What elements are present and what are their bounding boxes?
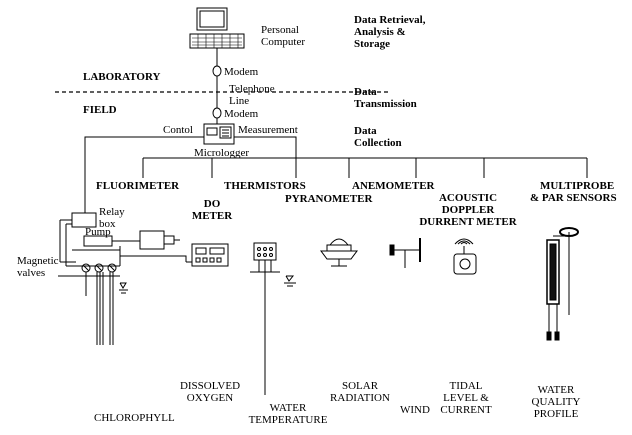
fluorimeter-label: FLUORIMETER [96, 180, 180, 192]
magnetic-valves-label: Magnetic valves [17, 255, 59, 279]
control-line [84, 136, 204, 213]
micrologger-icon [203, 123, 235, 145]
modem-top-label: Modem [224, 66, 259, 78]
anemometer-label: ANEMOMETER [352, 180, 435, 192]
laboratory-label: LABORATORY [83, 71, 161, 83]
micrologger-label: Micrologger [194, 147, 249, 159]
relay-box-label: Relay box [99, 206, 125, 230]
acoustic-doppler-icon [453, 238, 477, 275]
field-label: FIELD [83, 104, 117, 116]
telephone-line-label: Telephone Line [229, 83, 275, 107]
measurement-line [234, 136, 297, 158]
personal-computer-icon [189, 7, 245, 49]
pyranometer-icon [320, 238, 358, 267]
measurement-label: Measurement [238, 124, 298, 136]
chlorophyll-label: CHLOROPHYLL [94, 412, 175, 424]
stage-transmission-label: Data Transmission [354, 86, 417, 110]
do-meter-label: DO METER [191, 198, 233, 222]
wind-label: WIND [400, 404, 430, 416]
stage-collection-label: Data Collection [354, 125, 402, 149]
modem-bottom-label: Modem [224, 108, 259, 120]
control-label: Contol [163, 124, 193, 136]
pump-label: Pump [85, 226, 111, 238]
tidal-label: TIDAL LEVEL & CURRENT [440, 380, 492, 416]
relay-pump-assembly [58, 212, 180, 345]
multiprobe-icon [546, 227, 579, 341]
thermistors-label: THERMISTORS [224, 180, 306, 192]
pyranometer-label: PYRANOMETER [285, 193, 373, 205]
personal-computer-label: Personal Computer [261, 24, 305, 48]
dissolved-oxygen-label: DISSOLVED OXYGEN [179, 380, 241, 404]
modem-bottom-icon [212, 107, 222, 119]
modem-top-icon [212, 65, 222, 77]
solar-radiation-label: SOLAR RADIATION [330, 380, 390, 404]
multiprobe-label: MULTIPROBE & PAR SENSORS [530, 180, 617, 204]
water-quality-label: WATER QUALITY PROFILE [531, 384, 581, 420]
do-meter-icon [186, 243, 229, 267]
water-temperature-label: WATER TEMPERATURE [248, 402, 328, 426]
do-meter-link [120, 255, 187, 262]
stage-retrieval-label: Data Retrieval, Analysis & Storage [354, 14, 426, 50]
anemometer-icon [389, 238, 421, 268]
acoustic-doppler-label: ACOUSTIC DOPPLER DURRENT METER [419, 192, 517, 228]
thermistor-icon [250, 242, 296, 395]
